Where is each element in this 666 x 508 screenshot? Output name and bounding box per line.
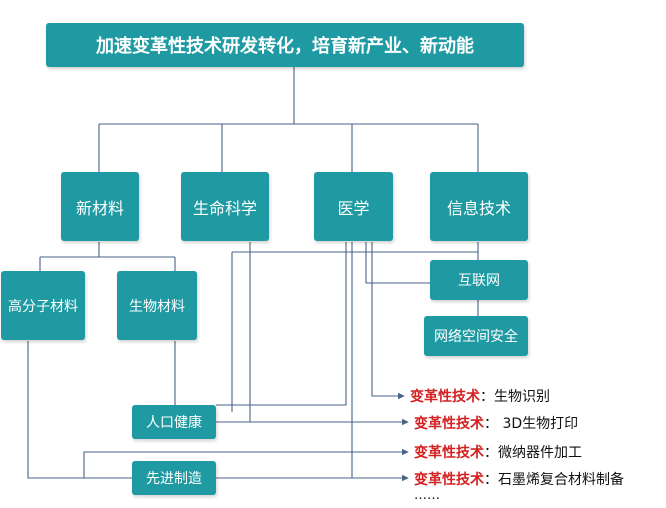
tech-graphene-composite: 变革性技术：石墨烯复合材料制备 xyxy=(414,472,624,488)
tech-biometric-recognition: 变革性技术：生物识别 xyxy=(410,389,550,405)
subcategory-internet: 互联网 xyxy=(430,260,528,300)
category-life-sciences: 生命科学 xyxy=(181,172,269,241)
category-medicine: 医学 xyxy=(314,172,393,241)
category-information-technology: 信息技术 xyxy=(430,172,528,241)
ellipsis: …… xyxy=(414,488,440,503)
subcategory-cyberspace-security: 网络空间安全 xyxy=(424,316,528,356)
category-new-materials: 新材料 xyxy=(61,172,139,241)
tech-3d-bioprinting: 变革性技术： 3D生物打印 xyxy=(414,416,579,432)
subcategory-polymer-materials: 高分子材料 xyxy=(1,271,85,340)
tech-text: 生物识别 xyxy=(494,389,550,405)
subcategory-biomaterials: 生物材料 xyxy=(117,271,197,340)
tech-text: 3D生物打印 xyxy=(498,416,579,432)
subcategory-advanced-manufacturing: 先进制造 xyxy=(132,461,216,495)
tech-prefix: 变革性技术 xyxy=(410,389,480,405)
tech-text: 石墨烯复合材料制备 xyxy=(498,472,624,488)
tech-prefix: 变革性技术 xyxy=(414,416,484,432)
title-box: 加速变革性技术研发转化，培育新产业、新动能 xyxy=(46,23,524,67)
tech-text: 微纳器件加工 xyxy=(498,445,582,461)
subcategory-population-health: 人口健康 xyxy=(132,405,216,439)
tech-prefix: 变革性技术 xyxy=(414,472,484,488)
tech-micro-nano-fabrication: 变革性技术：微纳器件加工 xyxy=(414,445,582,461)
tech-prefix: 变革性技术 xyxy=(414,445,484,461)
